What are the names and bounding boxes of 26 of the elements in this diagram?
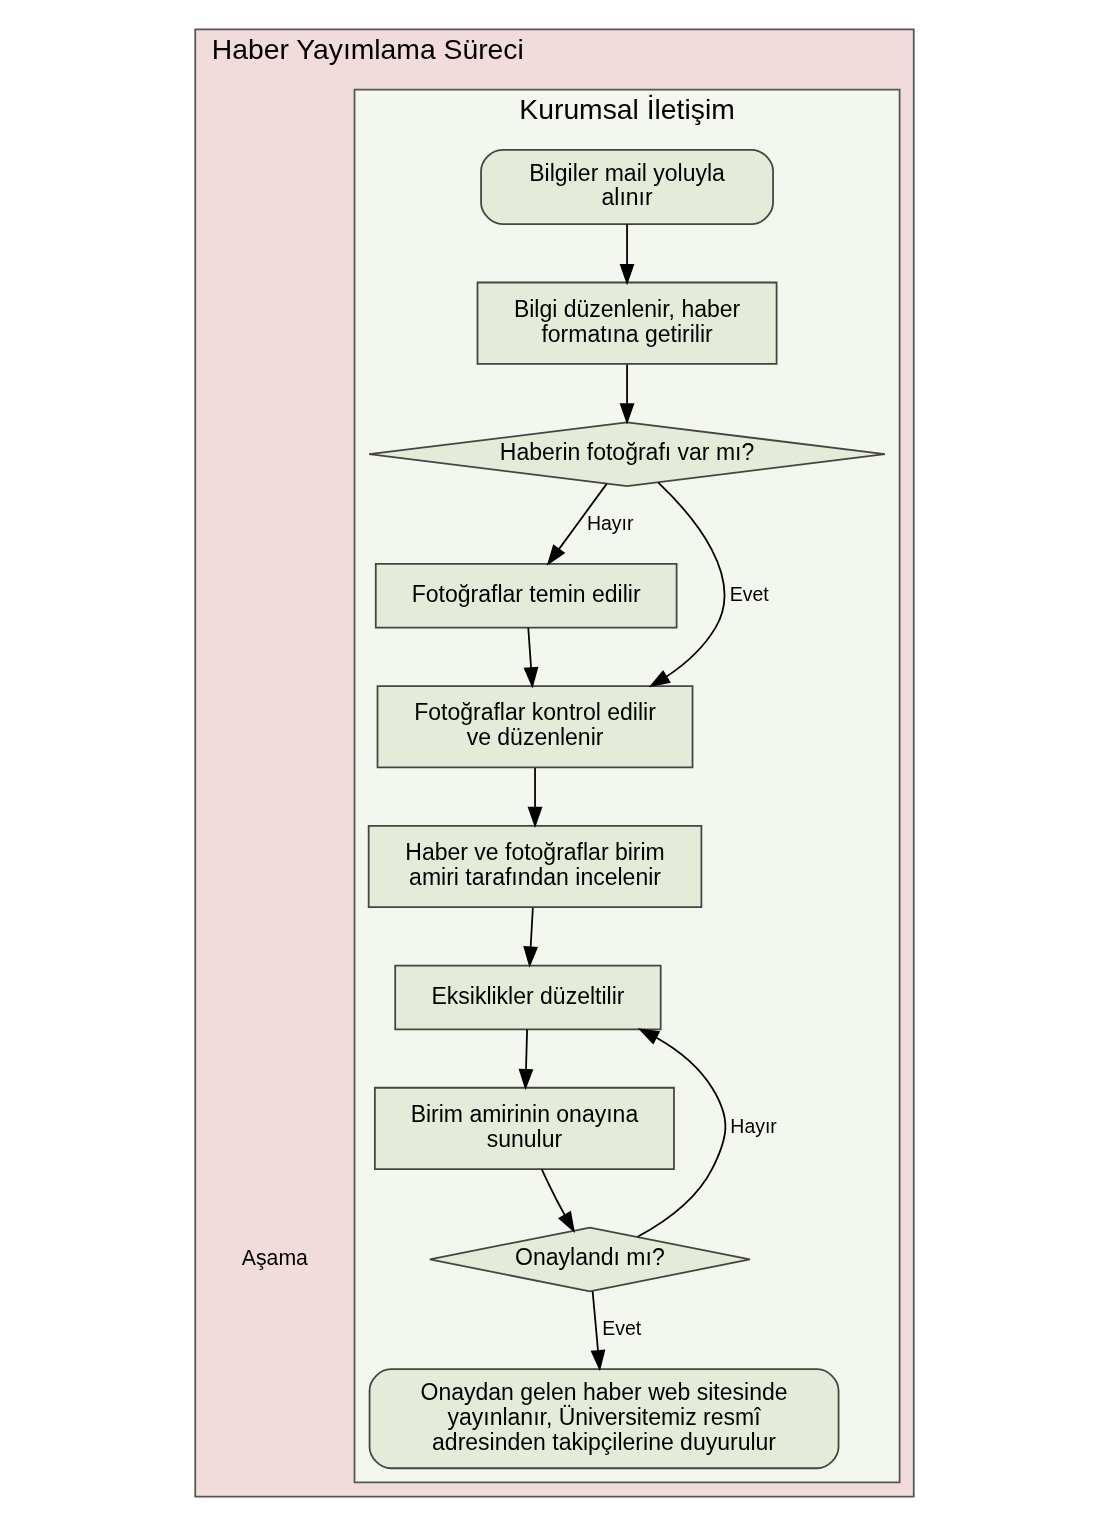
- arrow: [523, 626, 539, 689]
- node-diamond: Haberin fotoğrafı var mı?: [368, 421, 886, 487]
- node-box: Haber ve fotoğraflar birim amiri tarafından incelenir: [367, 824, 703, 909]
- arrow: [546, 483, 608, 566]
- node-box: Bilgiler mail yoluyla alınır: [480, 148, 774, 225]
- edge-label: Evet: [729, 582, 769, 605]
- arrow: [527, 767, 543, 829]
- node-box: Birim amirinin onayına sunulur: [374, 1086, 675, 1171]
- node-box: Fotoğraflar temin edilir: [374, 563, 678, 629]
- node-box: Bilgi düzenlenir, haber formatına getirilir: [476, 281, 778, 365]
- arrow: [619, 363, 635, 425]
- arrow: [518, 1028, 534, 1091]
- arrow: [523, 907, 539, 968]
- label: Aşama: [241, 1245, 308, 1269]
- arrow: [540, 1168, 575, 1233]
- arrow: [619, 223, 635, 286]
- node-box: Onaydan gelen haber web sitesinde yayınlanır, Üniversitemiz resmî adresinden takipçilerine duyurulur: [368, 1368, 840, 1470]
- arrow: [636, 1028, 727, 1238]
- arrow: [648, 481, 726, 688]
- edge-label: Hayır: [587, 511, 634, 534]
- edge-label: Evet: [602, 1317, 642, 1340]
- node-diamond: Onaylandı mı?: [428, 1226, 751, 1293]
- arrow: [590, 1290, 606, 1372]
- edge-label: Hayır: [730, 1115, 777, 1138]
- node-box: Fotoğraflar kontrol edilir ve düzenlenir: [376, 685, 694, 769]
- node-box: Eksiklikler düzeltilir: [394, 964, 662, 1031]
